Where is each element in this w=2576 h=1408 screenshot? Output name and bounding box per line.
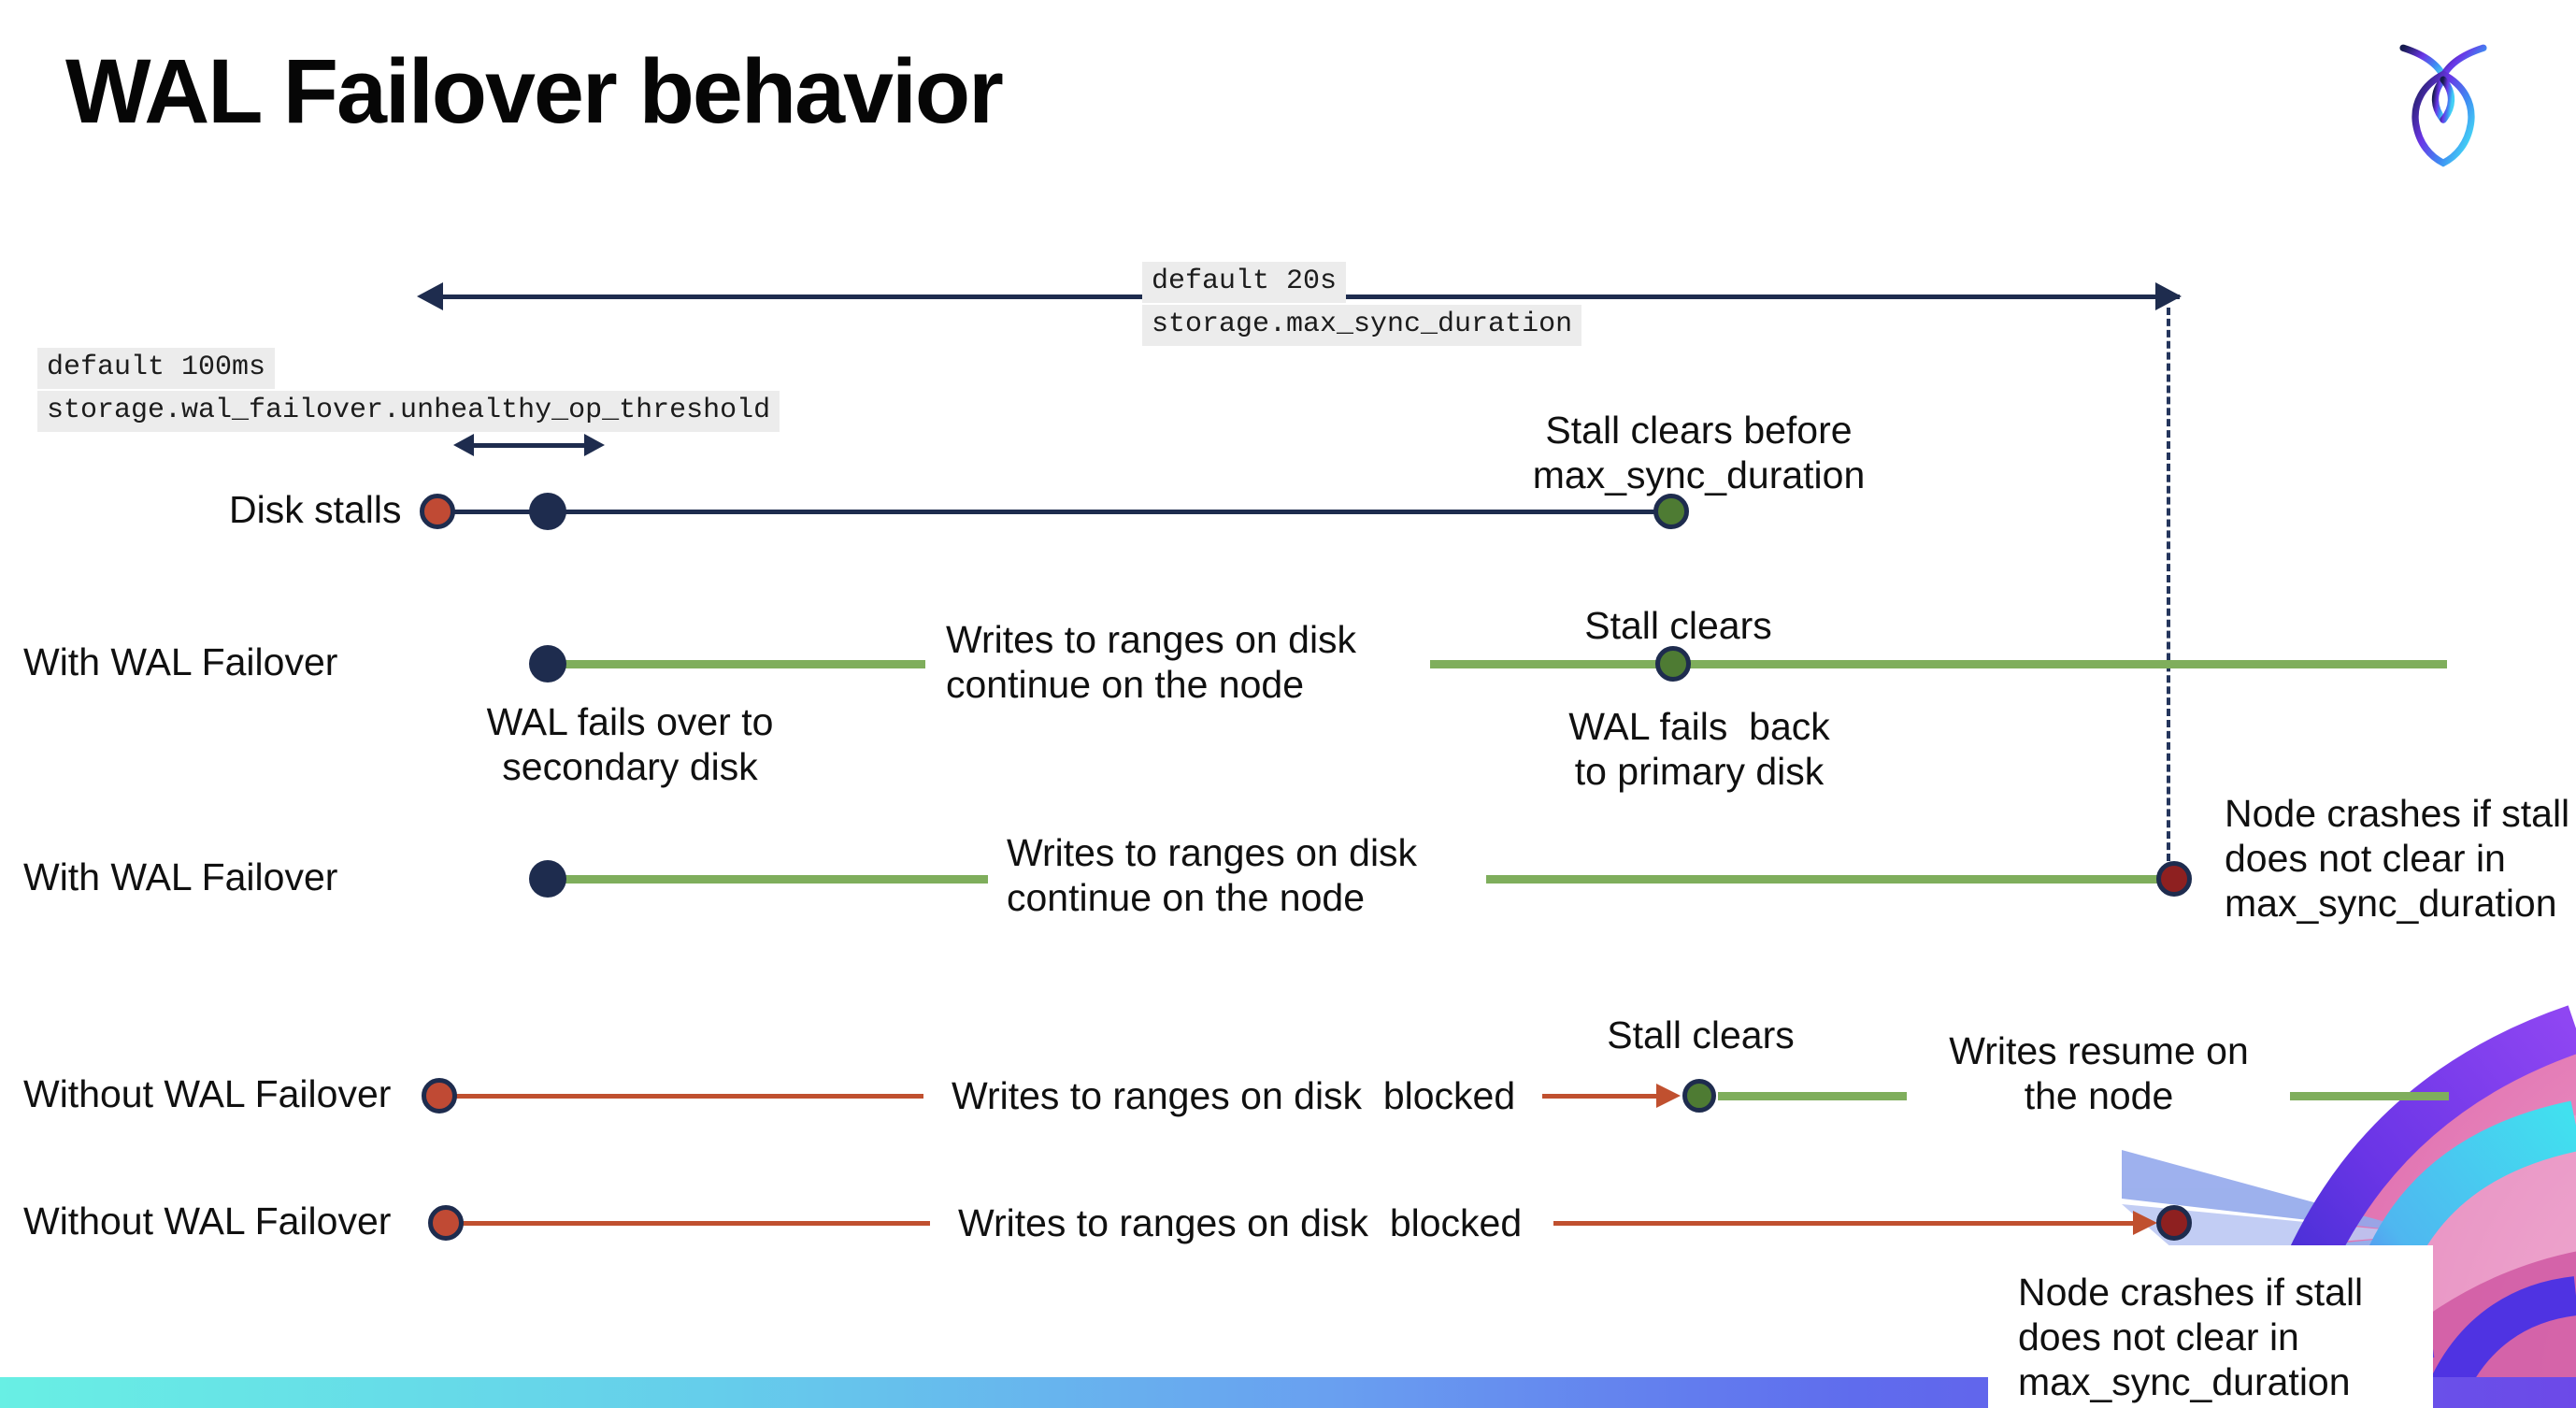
writes-continue-note-1: Writes to ranges on disk continue on the… (946, 618, 1357, 706)
writes-blocked-line-1b (1542, 1094, 1664, 1099)
writes-resume-line-b (2290, 1092, 2449, 1100)
writes-continue-line-2a (556, 875, 988, 884)
fails-over-note: WAL fails over to secondary disk (486, 700, 774, 788)
stall-clear-dot (1653, 494, 1689, 529)
cockroachdb-logo-icon (2399, 44, 2487, 167)
max-sync-duration-dashed-line (2167, 308, 2170, 861)
writes-continue-line-2b (1486, 875, 2165, 884)
fails-back-dot (1655, 646, 1691, 682)
stall-clears-note-1: Stall clears (1584, 604, 1772, 647)
writes-continue-line-a (556, 660, 925, 668)
arrowhead-left-icon (417, 282, 443, 310)
writes-resume-line-a (1718, 1092, 1907, 1100)
failover-dot (529, 645, 566, 682)
disk-stall-timeline (437, 510, 1671, 514)
row-label-without-wal-failover-1: Without WAL Failover (23, 1072, 392, 1115)
max-sync-duration-setting-label: default 20s storage.max_sync_duration (1142, 262, 1582, 346)
writes-continue-note-2: Writes to ranges on disk continue on the… (1007, 831, 1418, 919)
storage-wal-failover-threshold-chip: storage.wal_failover.unhealthy_op_thresh… (37, 391, 780, 432)
node-crashes-note-2: Node crashes if stall does not clear in … (2018, 1271, 2364, 1403)
node-crash-dot-2 (2156, 1205, 2192, 1241)
stall-start-dot (420, 494, 455, 529)
unhealthy-op-threshold-span-line (470, 443, 586, 448)
unhealthy-op-threshold-setting-label: default 100ms storage.wal_failover.unhea… (37, 348, 780, 432)
writes-blocked-line-2b (1553, 1221, 2139, 1226)
row-label-disk-stalls: Disk stalls (229, 488, 402, 531)
small-arrowhead-right-icon (584, 434, 605, 456)
default-100ms-chip: default 100ms (37, 348, 276, 389)
row-label-with-wal-failover-1: With WAL Failover (23, 640, 338, 683)
stall-start-dot-3 (428, 1205, 464, 1241)
arrowhead-right-icon (2155, 282, 2182, 310)
threshold-dot (529, 493, 566, 530)
stall-clears-note-2: Stall clears (1607, 1013, 1795, 1056)
default-20s-chip: default 20s (1142, 262, 1347, 303)
red-arrowhead-icon-1 (1656, 1084, 1681, 1108)
stall-start-dot-2 (422, 1078, 457, 1113)
writes-blocked-line-1a (439, 1094, 923, 1099)
writes-continue-line-b (1430, 660, 2447, 668)
writes-blocked-line-2a (446, 1221, 930, 1226)
row-label-without-wal-failover-2: Without WAL Failover (23, 1200, 392, 1243)
writes-blocked-note-2: Writes to ranges on disk blocked (958, 1201, 1523, 1244)
row-label-with-wal-failover-2: With WAL Failover (23, 855, 338, 898)
storage-max-sync-duration-chip: storage.max_sync_duration (1142, 305, 1582, 346)
red-arrowhead-icon-2 (2133, 1211, 2157, 1235)
fails-back-note: WAL fails back to primary disk (1568, 705, 1830, 793)
small-arrowhead-left-icon (453, 434, 474, 456)
stall-clears-before-note: Stall clears before max_sync_duration (1532, 409, 1866, 496)
writes-blocked-note-1: Writes to ranges on disk blocked (952, 1074, 1516, 1117)
writes-resume-note: Writes resume on the node (1949, 1029, 2249, 1117)
stall-clear-dot-2 (1682, 1079, 1716, 1113)
node-crashes-note-1: Node crashes if stall does not clear in … (2225, 792, 2570, 925)
page-title: WAL Failover behavior (65, 40, 1004, 142)
node-crashes-callout-box: Node crashes if stall does not clear in … (1988, 1245, 2433, 1408)
failover-dot-2 (529, 860, 566, 898)
node-crash-dot-1 (2156, 861, 2192, 897)
